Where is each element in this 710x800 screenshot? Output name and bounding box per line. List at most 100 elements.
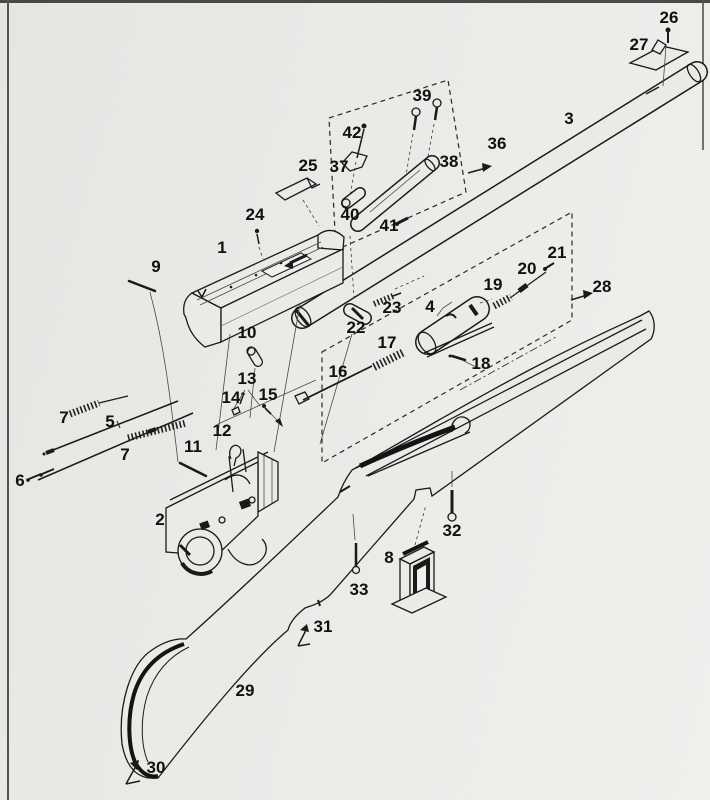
front-sight-base xyxy=(628,45,690,71)
screw-33-group xyxy=(351,513,361,575)
witness-2 xyxy=(273,303,301,453)
swivel-stud xyxy=(317,599,321,607)
part-label-5-4: 5 xyxy=(105,412,114,431)
part-label-11-11: 11 xyxy=(184,437,202,456)
breech-face xyxy=(294,306,312,328)
part-label-30-30: 30 xyxy=(147,758,166,777)
screw-39a-shaft xyxy=(412,115,418,131)
screw-24-leader xyxy=(258,246,264,260)
part-label-36-34: 36 xyxy=(488,134,507,153)
witness-lines xyxy=(215,303,557,453)
part-label-38-36: 38 xyxy=(440,152,459,171)
rod-5-tip xyxy=(42,452,46,456)
screw-39b-shaft xyxy=(433,106,439,121)
part-38-endface xyxy=(424,158,436,172)
dashed-box-lower xyxy=(321,210,573,465)
spring-12 xyxy=(229,444,242,467)
part-label-8-8: 8 xyxy=(384,548,393,567)
part-16-paddle xyxy=(294,391,310,405)
screw-15-shaft xyxy=(264,407,272,415)
part-label-32-32: 32 xyxy=(443,521,462,540)
part-label-25-25: 25 xyxy=(299,156,318,175)
part-label-23-23: 23 xyxy=(383,298,402,317)
part-label-33-33: 33 xyxy=(350,580,369,599)
arrow-30-base xyxy=(125,780,141,785)
magazine-feed-lips xyxy=(402,540,429,556)
ejector-post xyxy=(242,448,247,473)
part-label-15-15: 15 xyxy=(259,385,278,404)
part-label-20-20: 20 xyxy=(518,259,537,278)
part-label-4-3: 4 xyxy=(425,297,435,316)
muzzle-face xyxy=(686,63,702,83)
inlet-edge xyxy=(367,431,471,477)
witness-4 xyxy=(217,379,317,425)
arrow-28-head xyxy=(583,290,593,299)
part-38-body xyxy=(351,156,439,231)
part-4-rail-2 xyxy=(426,326,495,358)
part-label-27-27: 27 xyxy=(630,35,649,54)
axis-dash-1 xyxy=(394,275,425,290)
part-10-face xyxy=(246,346,256,356)
part-4-rail-1 xyxy=(423,322,493,354)
part-label-31-31: 31 xyxy=(314,617,333,636)
barrel-body xyxy=(292,62,707,328)
rod-lower xyxy=(37,412,194,481)
part-label-7-7: 7 xyxy=(120,445,129,464)
leader-13b xyxy=(247,389,261,407)
part-label-41-39: 41 xyxy=(380,216,399,235)
scan-border-top xyxy=(0,0,710,3)
arrow-36-head xyxy=(482,163,492,172)
mag-latch-block xyxy=(199,520,211,531)
spring-19 xyxy=(492,293,513,310)
part-25-plate xyxy=(274,177,318,201)
centerline-dashdot xyxy=(459,336,557,391)
latch-mark xyxy=(178,543,192,557)
part-label-37-35: 37 xyxy=(330,157,349,176)
label-5-tick xyxy=(116,420,121,429)
screw-33-leader xyxy=(352,513,356,541)
stock-group xyxy=(120,310,655,779)
sear-block xyxy=(238,498,252,510)
part-label-9-9: 9 xyxy=(151,257,160,276)
part-16-rod xyxy=(302,365,373,401)
scan-border-left xyxy=(7,0,9,800)
pin-9 xyxy=(127,279,157,293)
pin-9-group xyxy=(127,279,179,463)
rod-5-cap xyxy=(45,448,55,455)
pin-6b xyxy=(41,468,55,475)
barrel-group xyxy=(291,61,708,329)
screw-24-head xyxy=(254,228,260,234)
part-21-pin xyxy=(545,262,555,269)
arrow-31-line xyxy=(297,629,307,647)
part-label-12-12: 12 xyxy=(213,421,232,440)
magazine-inner-slot xyxy=(417,565,426,596)
front-sight-blade xyxy=(651,39,667,55)
screw-26-head xyxy=(665,27,671,33)
butt-pad-rim xyxy=(127,642,185,779)
part-18-leader xyxy=(461,359,477,368)
assembly-arrows xyxy=(125,163,593,785)
part-label-26-26: 26 xyxy=(660,8,679,27)
part-14 xyxy=(231,406,241,416)
part-4-extractor xyxy=(445,313,457,319)
magazine-leader xyxy=(414,504,427,546)
receiver-hole-2 xyxy=(254,273,258,277)
screw-32-head xyxy=(447,512,457,522)
step-shadow xyxy=(339,485,351,493)
trigger-guard-bow xyxy=(227,538,267,566)
part-label-21-21: 21 xyxy=(548,243,567,262)
leader-15-arrowhead xyxy=(275,418,283,427)
spring-7a-rod-stub xyxy=(98,395,129,404)
pin-6a xyxy=(28,473,42,480)
part-label-22-22: 22 xyxy=(347,318,366,337)
port-bold-arrow-head xyxy=(284,260,293,269)
part-41-pin xyxy=(397,216,409,225)
receiver-face-line xyxy=(220,266,344,327)
part-label-40-38: 40 xyxy=(341,205,360,224)
part-22-slot xyxy=(350,306,365,321)
part-4-body xyxy=(416,297,489,354)
part-label-17-17: 17 xyxy=(378,333,397,352)
